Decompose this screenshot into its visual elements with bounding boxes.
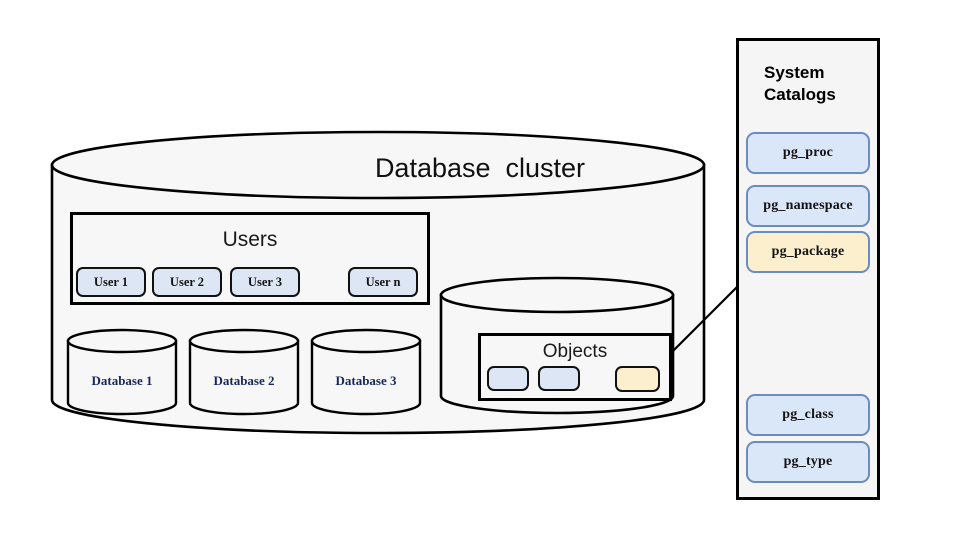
objects-chip-highlighted[interactable] <box>615 366 660 392</box>
user-chip-n[interactable]: User n <box>348 267 418 297</box>
catalog-item-pg-type[interactable]: pg_type <box>746 441 870 483</box>
catalog-item-pg-namespace[interactable]: pg_namespace <box>746 185 870 227</box>
objects-chip-1[interactable] <box>487 366 529 391</box>
database-2-label: Database 2 <box>213 373 275 388</box>
user-chip-1[interactable]: User 1 <box>76 267 146 297</box>
user-chip-3[interactable]: User 3 <box>230 267 300 297</box>
system-catalogs-title: System Catalogs <box>764 63 836 105</box>
catalog-item-pg-proc[interactable]: pg_proc <box>746 132 870 174</box>
database-1-label: Database 1 <box>91 373 153 388</box>
cluster-title: Database cluster <box>374 153 586 183</box>
objects-heading: Objects <box>542 341 608 362</box>
user-chip-2[interactable]: User 2 <box>152 267 222 297</box>
catalog-item-pg-package[interactable]: pg_package <box>746 231 870 273</box>
database-2-cylinder <box>188 328 300 416</box>
database-1-cylinder <box>66 328 178 416</box>
objects-chip-2[interactable] <box>538 366 580 391</box>
database-3-label: Database 3 <box>335 373 397 388</box>
database-3-cylinder <box>310 328 422 416</box>
catalog-item-pg-class[interactable]: pg_class <box>746 394 870 436</box>
users-heading: Users <box>222 228 278 251</box>
